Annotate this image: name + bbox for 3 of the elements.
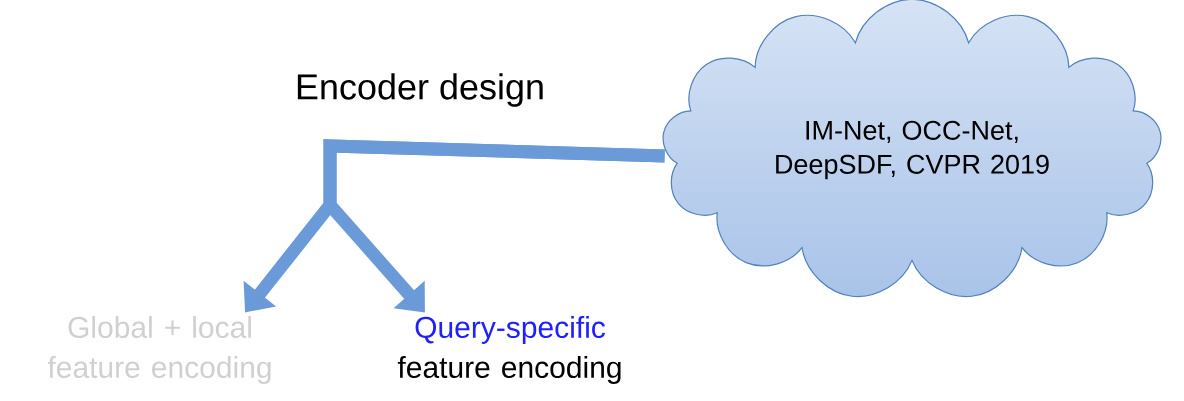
option-text: Query-specific feature encoding [397, 316, 621, 384]
cloud: IM-Net, OCC-Net, DeepSDF, CVPR 2019 [662, 0, 1162, 298]
heading-text: Encoder design [297, 73, 543, 107]
